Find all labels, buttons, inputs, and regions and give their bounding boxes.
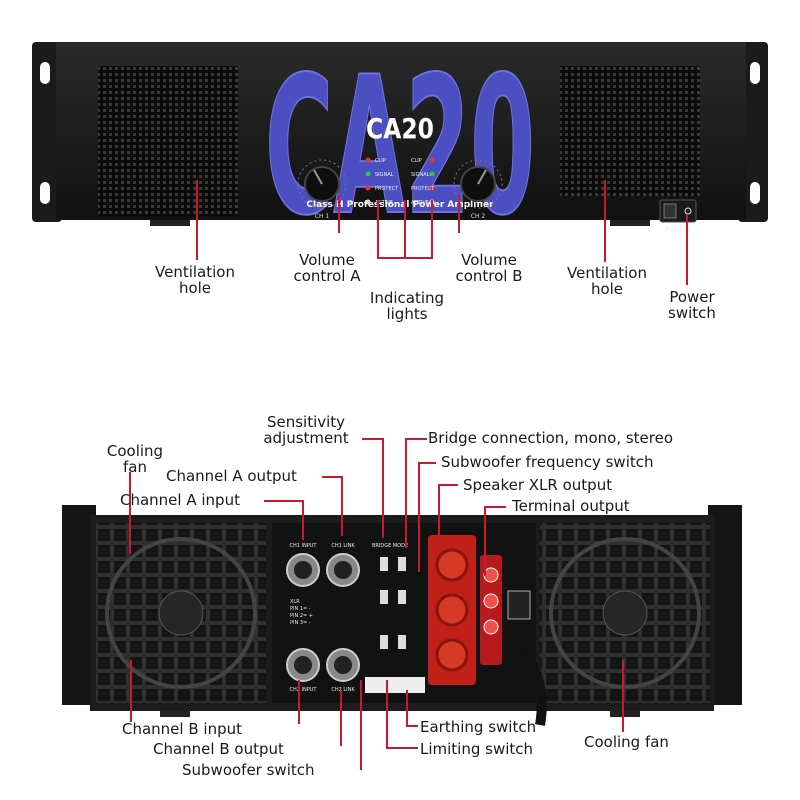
big-logo-text: CA20	[265, 36, 535, 257]
label-subwoofer-switch: Subwoofer switch	[182, 761, 315, 779]
label-channel-b-input: Channel B input	[122, 720, 242, 738]
label-speaker-xlr: Speaker XLR output	[463, 476, 613, 494]
label-channel-a-output: Channel A output	[166, 467, 297, 485]
label-earthing: Earthing switch	[420, 718, 537, 736]
label-bridge: Bridge connection, mono, stereo	[428, 429, 674, 447]
indicator-leds-right: CLIP SIGNAL PROTECT ACTIVE	[411, 157, 435, 206]
ch2-label: CH 2	[471, 213, 486, 220]
label-subwoofer-freq: Subwoofer frequency switch	[441, 453, 654, 471]
model-label: CA20	[366, 112, 434, 145]
svg-text:PIN 2= +: PIN 2= +	[290, 613, 313, 619]
svg-text:PROTECT: PROTECT	[375, 186, 399, 192]
dip-switches	[380, 557, 406, 649]
front-rack-ear-left	[32, 42, 62, 222]
ch1-label: CH 1	[315, 213, 330, 220]
svg-text:CLIP: CLIP	[375, 158, 386, 164]
svg-text:CH2 LINK: CH2 LINK	[331, 687, 355, 693]
svg-text:CH1 INPUT: CH1 INPUT	[290, 543, 318, 549]
label-channel-b-output: Channel B output	[153, 740, 284, 758]
svg-text:CH2 INPUT: CH2 INPUT	[290, 687, 318, 693]
label-terminal: Terminal output	[512, 497, 630, 515]
svg-text:PIN 3= -: PIN 3= -	[290, 620, 311, 626]
svg-text:SIGNAL: SIGNAL	[375, 172, 394, 178]
front-panel-photo: CA20 CA20 Class H Professional Power Amp…	[32, 35, 768, 258]
xlr-connectors	[286, 553, 360, 682]
svg-text:ACTIVE: ACTIVE	[375, 200, 393, 206]
front-subtitle: Class H Professional Power Amplifier	[306, 200, 494, 210]
svg-text:ACTIVE: ACTIVE	[411, 200, 429, 206]
indicator-leds-left: CLIP SIGNAL PROTECT ACTIVE	[365, 157, 399, 206]
power-text: POWER	[665, 226, 691, 234]
ventilation-grille-left	[98, 66, 238, 216]
terminal-output-block	[480, 555, 502, 665]
rear-panel-photo: CH1 INPUT CH1 LINK CH2 INPUT CH2 LINK XL…	[62, 505, 742, 726]
ventilation-grille-right	[560, 66, 700, 196]
label-limiting: Limiting switch	[420, 740, 534, 758]
svg-text:PROTECT: PROTECT	[411, 186, 435, 192]
svg-text:BRIDGE MODE: BRIDGE MODE	[372, 543, 408, 549]
svg-text:CH1 LINK: CH1 LINK	[331, 543, 355, 549]
label-cooling-fan-right: Cooling fan	[584, 733, 669, 751]
svg-text:PIN 1= -: PIN 1= -	[290, 606, 311, 612]
svg-text:SIGNAL: SIGNAL	[411, 172, 430, 178]
svg-text:CLIP: CLIP	[411, 158, 422, 164]
label-channel-a-input: Channel A input	[120, 491, 240, 509]
svg-text:XLR: XLR	[290, 599, 300, 605]
